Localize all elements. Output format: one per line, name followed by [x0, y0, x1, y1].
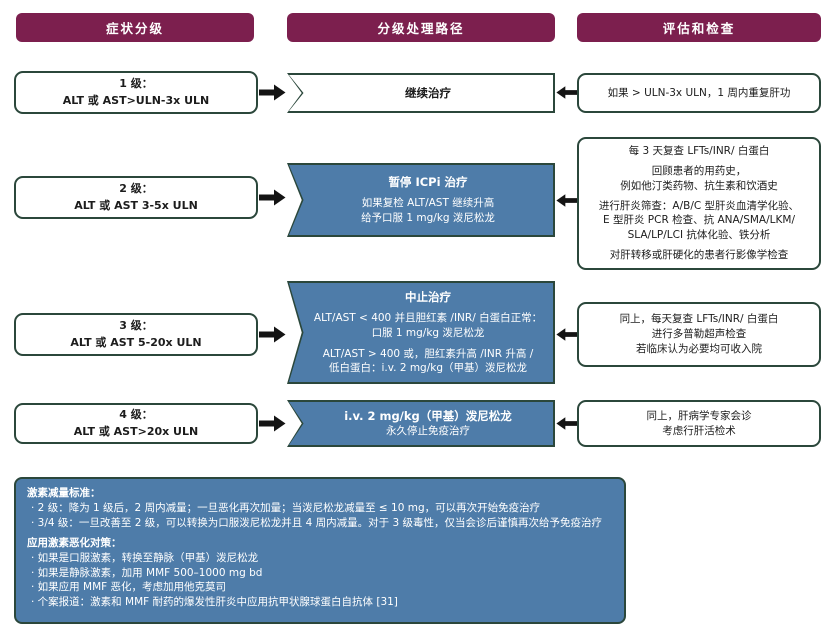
assessment-2-line: E 型肝炎 PCR 检查、抗 ANA/SMA/LKM/ — [603, 214, 795, 227]
notes-bullet: · 个案报道：激素和 MMF 耐药的爆发性肝炎中应用抗甲状腺球蛋白自抗体 [31… — [31, 596, 398, 609]
assessment-4-box: 同上，肝病学专家会诊 考虑行肝活检术 — [577, 400, 821, 447]
pathway-2-line: 如果复检 ALT/AST 继续升高 — [361, 197, 495, 210]
header-assessment: 评估和检查 — [577, 13, 821, 42]
assessment-3-box: 同上，每天复查 LFTs/INR/ 白蛋白 进行多普勒超声检查 若临床认为必要均… — [577, 302, 821, 367]
grade-2-box: 2 级： ALT 或 AST 3-5x ULN — [14, 176, 258, 219]
assessment-4-line: 同上，肝病学专家会诊 — [646, 409, 752, 422]
grade-2-label: 2 级： — [119, 182, 153, 195]
pathway-3-line: 口服 1 mg/kg 泼尼松龙 — [371, 326, 485, 339]
notes-bullet: · 3/4 级：一旦改善至 2 级，可以转换为口服泼尼松龙并且 4 周内减量。对… — [31, 516, 602, 529]
pathway-2-line: 给予口服 1 mg/kg 泼尼松龙 — [361, 212, 495, 225]
grade-1-box: 1 级： ALT 或 AST>ULN-3x ULN — [14, 71, 258, 114]
grade-3-label: 3 级： — [119, 319, 153, 332]
arrow-right-icon — [259, 326, 286, 343]
notes-bullet: · 如果是口服激素，转换至静脉（甲基）泼尼松龙 — [31, 551, 259, 564]
header-symptom-grading: 症状分级 — [16, 13, 254, 42]
pathway-3-title: 中止治疗 — [405, 290, 451, 305]
assessment-4-line: 考虑行肝活检术 — [662, 424, 736, 437]
arrow-left-icon — [556, 84, 577, 101]
arrow-left-icon — [556, 415, 577, 432]
assessment-3-line: 进行多普勒超声检查 — [651, 328, 747, 341]
pathway-2-box: 暂停 ICPi 治疗 如果复检 ALT/AST 继续升高 给予口服 1 mg/k… — [287, 163, 555, 237]
pathway-3-box: 中止治疗 ALT/AST < 400 并且胆红素 /INR/ 白蛋白正常： 口服… — [287, 281, 555, 384]
pathway-4-title: i.v. 2 mg/kg（甲基）泼尼松龙 — [344, 409, 512, 424]
notes-bullet: · 如果是静脉激素，加用 MMF 500–1000 mg bd — [31, 566, 263, 579]
assessment-3-line: 若临床认为必要均可收入院 — [636, 342, 762, 355]
assessment-1-line: 如果 > ULN-3x ULN，1 周内重复肝功 — [607, 86, 791, 99]
steroid-tapering-notes-box: 激素减量标准： · 2 级：降为 1 级后，2 周内减量；一旦恶化再次加量；当泼… — [14, 477, 626, 624]
pathway-3-line: 低白蛋白：i.v. 2 mg/kg（甲基）泼尼松龙 — [328, 362, 528, 375]
assessment-2-line: 对肝转移或肝硬化的患者行影像学检查 — [609, 249, 789, 262]
pathway-4-line: 永久停止免疫治疗 — [386, 425, 470, 438]
grade-3-box: 3 级： ALT 或 AST 5-20x ULN — [14, 313, 258, 356]
pathway-3-line: ALT/AST < 400 并且胆红素 /INR/ 白蛋白正常： — [313, 312, 543, 325]
banner-fill — [289, 402, 553, 445]
grade-4-box: 4 级： ALT 或 AST>20x ULN — [14, 403, 258, 444]
grade-4-label: 4 级： — [119, 408, 153, 421]
arrow-right-icon — [259, 189, 286, 206]
grade-1-criteria: ALT 或 AST>ULN-3x ULN — [62, 93, 210, 107]
assessment-2-line: SLA/LP/LCI 抗体化验、铁分析 — [627, 229, 771, 242]
pathway-2-title: 暂停 ICPi 治疗 — [388, 175, 468, 190]
grade-3-criteria: ALT 或 AST 5-20x ULN — [70, 335, 202, 349]
pathway-4-box: i.v. 2 mg/kg（甲基）泼尼松龙 永久停止免疫治疗 — [287, 400, 555, 447]
assessment-2-line: 回顾患者的用药史， — [651, 164, 747, 177]
notes-section1-title: 激素减量标准： — [27, 487, 101, 499]
arrow-left-icon — [556, 192, 577, 209]
notes-bullet: · 2 级：降为 1 级后，2 周内减量；一旦恶化再次加量；当泼尼松龙减量至 ≤… — [31, 501, 541, 514]
notes-section2-title: 应用激素恶化对策： — [27, 536, 122, 549]
notes-bullet: · 如果应用 MMF 恶化，考虑加用他克莫司 — [31, 581, 227, 594]
grade-1-label: 1 级： — [119, 77, 153, 90]
grade-4-criteria: ALT 或 AST>20x ULN — [73, 424, 199, 438]
assessment-2-box: 每 3 天复查 LFTs/INR/ 白蛋白 回顾患者的用药史， 例如他汀类药物、… — [577, 137, 821, 270]
assessment-3-line: 同上，每天复查 LFTs/INR/ 白蛋白 — [619, 313, 779, 326]
assessment-2-line: 例如他汀类药物、抗生素和饮酒史 — [620, 179, 778, 192]
grade-2-criteria: ALT 或 AST 3-5x ULN — [74, 198, 198, 212]
assessment-2-line: 每 3 天复查 LFTs/INR/ 白蛋白 — [628, 144, 770, 157]
banner-fill — [289, 75, 553, 111]
arrow-left-icon — [556, 326, 577, 343]
pathway-1-title: 继续治疗 — [405, 85, 451, 100]
pathway-3-line: ALT/AST > 400 或，胆红素升高 /INR 升高 / — [322, 347, 534, 360]
banner-fill — [289, 165, 553, 235]
banner-fill — [289, 283, 553, 382]
pathway-1-box: 继续治疗 — [287, 73, 555, 113]
header-management-pathway: 分级处理路径 — [287, 13, 555, 42]
arrow-right-icon — [259, 415, 286, 432]
assessment-2-line: 进行肝炎筛查：A/B/C 型肝炎血清学化验、 — [598, 199, 800, 212]
assessment-1-box: 如果 > ULN-3x ULN，1 周内重复肝功 — [577, 73, 821, 113]
arrow-right-icon — [259, 84, 286, 101]
